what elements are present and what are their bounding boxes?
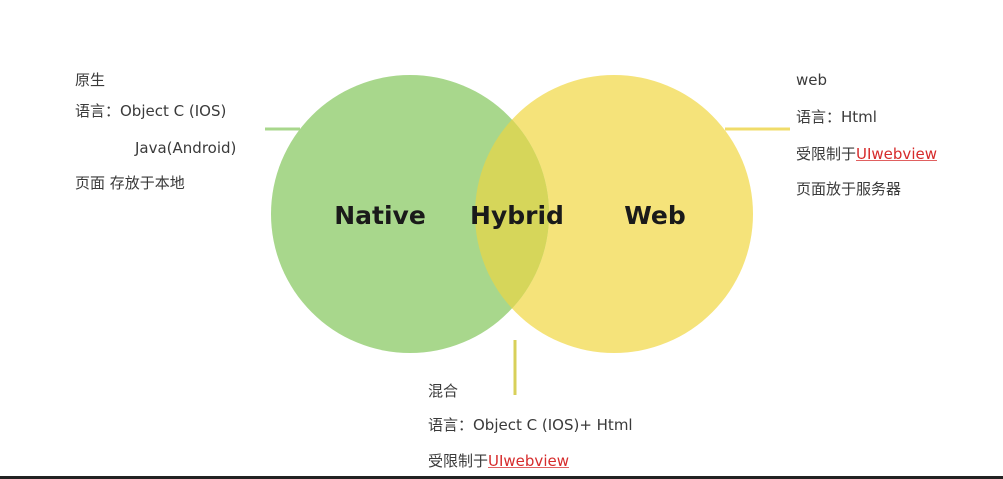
native-language-android: Java(Android)	[135, 139, 237, 157]
web-circle	[475, 75, 753, 353]
web-restriction: 受限制于UIwebview	[796, 144, 937, 164]
web-label: Web	[624, 201, 686, 230]
native-label: Native	[334, 201, 426, 230]
hybrid-title: 混合	[428, 382, 459, 400]
web-restriction-uiwebview: UIwebview	[856, 145, 937, 163]
hybrid-restriction: 受限制于UIwebview	[428, 451, 569, 471]
hybrid-restriction-prefix: 受限制于	[428, 452, 489, 470]
native-language: 语言：Object C (IOS)	[75, 102, 227, 120]
bottom-border	[0, 476, 1003, 479]
native-title: 原生	[75, 71, 106, 89]
native-page-storage: 页面 存放于本地	[75, 174, 185, 192]
web-title: web	[796, 71, 828, 89]
hybrid-restriction-uiwebview: UIwebview	[488, 452, 569, 470]
native-circle	[271, 75, 549, 353]
web-restriction-prefix: 受限制于	[796, 145, 857, 163]
web-language: 语言：Html	[796, 108, 877, 126]
hybrid-language: 语言：Object C (IOS)+ Html	[428, 416, 633, 434]
web-page-storage: 页面放于服务器	[796, 180, 902, 198]
hybrid-label: Hybrid	[470, 201, 564, 230]
